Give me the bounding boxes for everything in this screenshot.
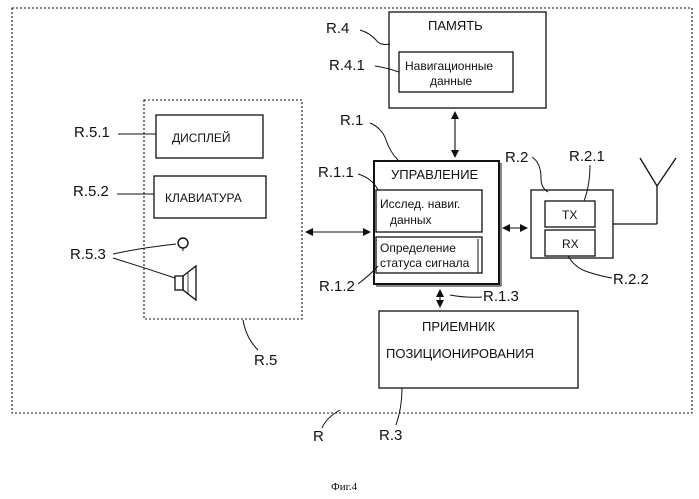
transceiver-ref: R.2 [505,149,528,166]
display-ref: R.5.1 [74,124,110,141]
control-leader [370,123,398,160]
microphone-icon [178,238,188,251]
receiver-line1: ПРИЕМНИК [422,319,496,334]
rx-leader [568,256,612,278]
receiver-line2: ПОЗИЦИОНИРОВАНИЯ [386,346,534,361]
rx-label: RX [562,237,579,251]
status-line2: статуса сигнала [380,256,470,270]
keyboard-ref: R.5.2 [73,183,109,200]
nav-data-line1: Навигационные [405,59,493,73]
transceiver-leader [532,157,548,192]
ui-block-ref: R.5 [254,352,277,369]
display-label: ДИСПЛЕЙ [172,130,231,145]
nav-data-leader [375,66,399,72]
research-line1: Исслед. навиг. [380,197,460,211]
control-title: УПРАВЛЕНИЕ [391,167,479,182]
status-ref: R.1.2 [319,278,355,295]
tx-label: TX [562,208,577,222]
research-ref: R.1.1 [318,164,354,181]
status-line1: Определение [380,241,456,255]
receiver-leader [396,388,402,425]
tx-ref: R.2.1 [569,148,605,165]
keyboard-label: КЛАВИАТУРА [165,191,242,205]
rx-ref: R.2.2 [613,271,649,288]
ui-block-leader [243,320,258,350]
antenna-icon [613,158,676,224]
receiver-ref: R.3 [379,427,402,444]
tx-leader [584,165,590,201]
nav-data-ref: R.4.1 [329,57,365,74]
link-leader [450,295,482,297]
audio-ref: R.5.3 [70,246,106,263]
research-line2: данных [390,213,432,227]
link-ref: R.1.3 [483,288,519,305]
memory-title: ПАМЯТЬ [428,18,483,33]
figure-caption: Фиг.4 [331,481,358,493]
device-ref: R [313,428,324,445]
speaker-icon [175,266,196,300]
control-ref: R.1 [340,112,363,129]
memory-ref: R.4 [326,20,349,37]
nav-data-line2: данные [430,74,473,88]
memory-leader [360,30,390,45]
